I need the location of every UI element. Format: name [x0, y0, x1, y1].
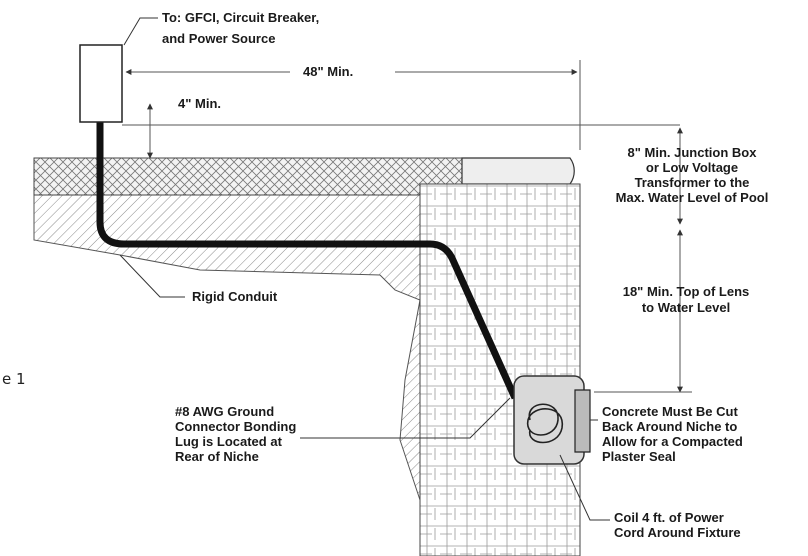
junction-label-3: Transformer to the: [635, 175, 750, 190]
light-fixture: [574, 389, 591, 453]
coil-label-2: Cord Around Fixture: [614, 525, 741, 540]
ground-label-1: #8 AWG Ground: [175, 404, 274, 419]
lens-label-2: to Water Level: [642, 300, 730, 315]
junction-label-1: 8" Min. Junction Box: [628, 145, 758, 160]
junction-label-2: or Low Voltage: [646, 160, 738, 175]
rigid-conduit-label: Rigid Conduit: [192, 289, 278, 304]
power-source-leader: [123, 17, 158, 46]
concrete-label-1: Concrete Must Be Cut: [602, 404, 738, 419]
junction-box: [79, 44, 123, 123]
ground-label-4: Rear of Niche: [175, 449, 259, 464]
concrete-label-4: Plaster Seal: [602, 449, 676, 464]
power-source-label-2: and Power Source: [162, 31, 275, 46]
pool-coping: [461, 157, 575, 185]
coil-leader: [559, 454, 610, 521]
rigid-conduit-leader: [119, 254, 185, 298]
concrete-label-2: Back Around Niche to: [602, 419, 737, 434]
coil-label-1: Coil 4 ft. of Power: [614, 510, 724, 525]
dim-4-label: 4" Min.: [178, 96, 221, 111]
concrete-label-3: Allow for a Compacted: [602, 434, 743, 449]
ground-label-3: Lug is Located at: [175, 434, 283, 449]
power-source-label-1: To: GFCI, Circuit Breaker,: [162, 10, 319, 25]
light-niche: [513, 375, 585, 465]
power-cord-coil: [527, 403, 563, 444]
dim-48-label: 48" Min.: [303, 64, 353, 79]
side-fragment-text: e 1: [2, 370, 26, 388]
ground-label-2: Connector Bonding: [175, 419, 296, 434]
ground-earth: [33, 194, 471, 556]
lens-label-1: 18" Min. Top of Lens: [623, 284, 750, 299]
junction-label-4: Max. Water Level of Pool: [616, 190, 769, 205]
pool-deck: [33, 157, 465, 196]
ground-leader: [300, 397, 511, 439]
rigid-conduit-pipe: [96, 122, 519, 400]
